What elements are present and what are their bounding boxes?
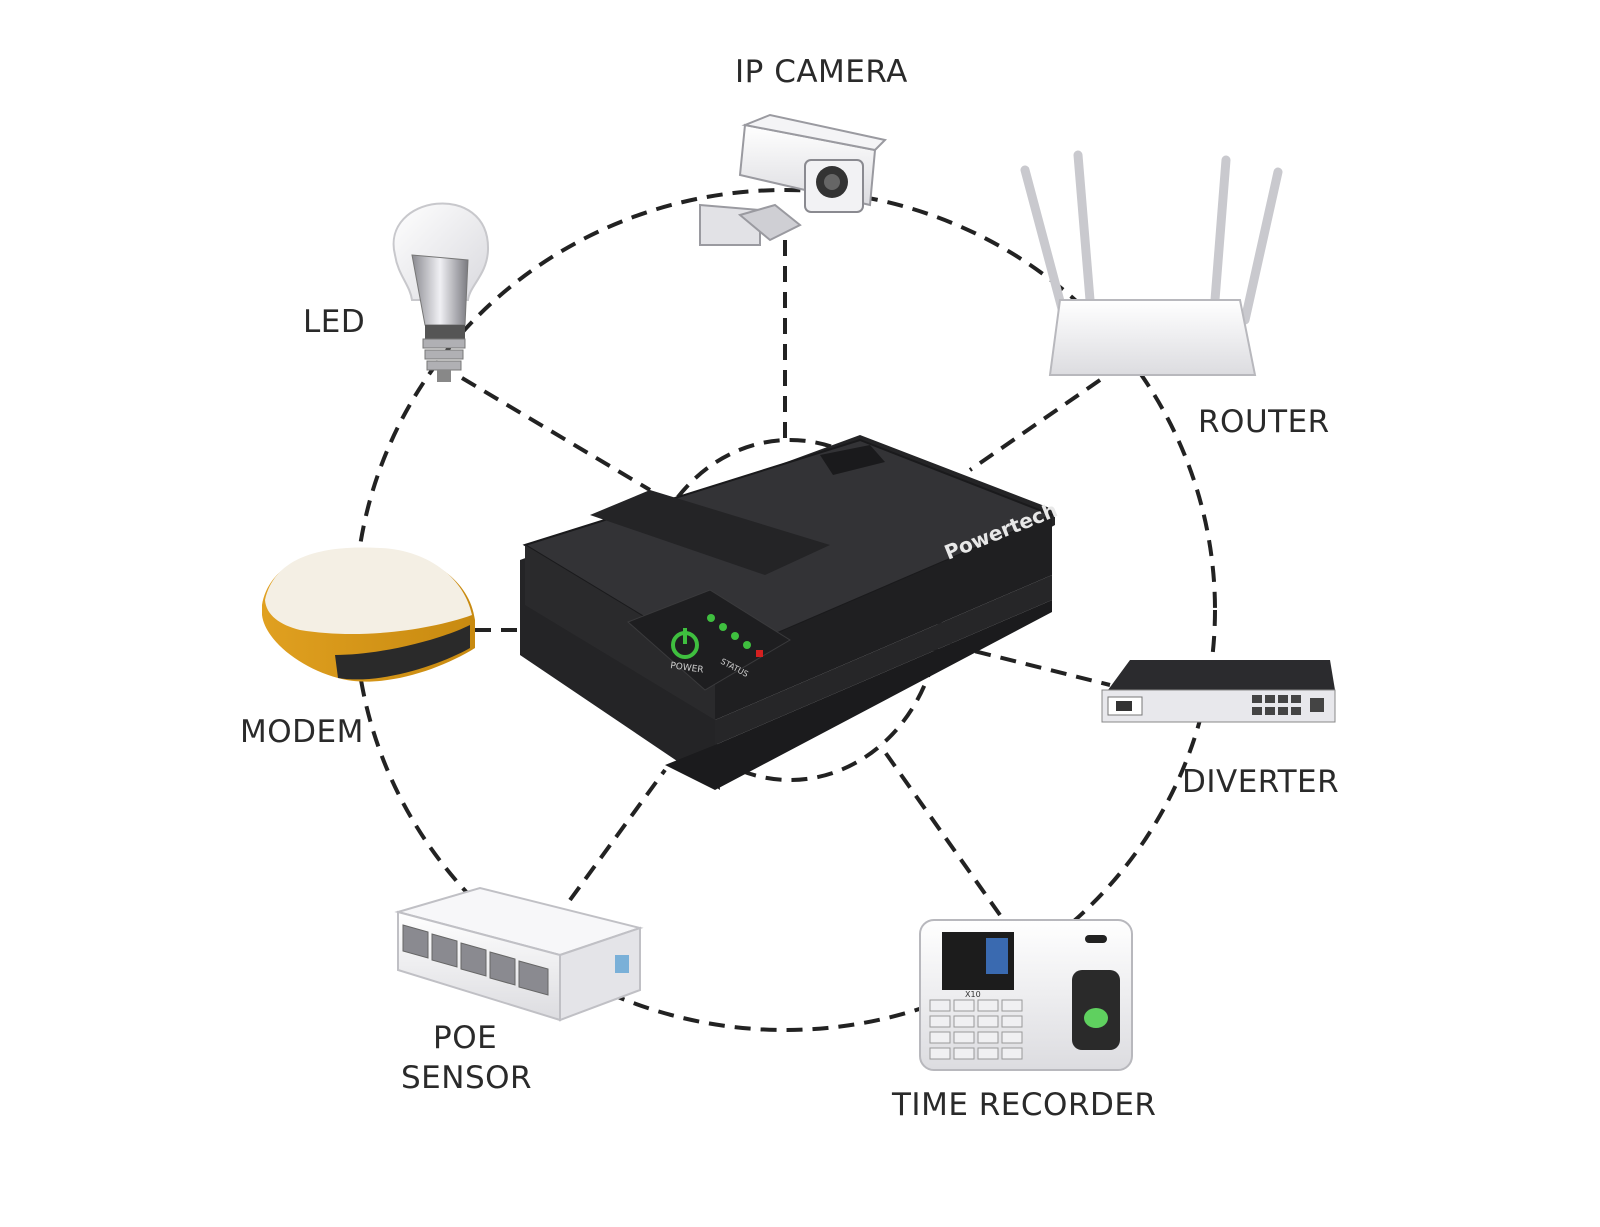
label-modem: MODEM [240,714,364,750]
ethernet-switch-icon [394,886,644,1022]
led-indicator [707,614,715,622]
model-label: X10 [965,990,981,999]
power-label: POWER [670,661,704,676]
label-led: LED [303,304,366,340]
modem-icon [262,547,475,682]
label-time-recorder: TIME RECORDER [892,1087,1157,1123]
label-poe-sensor-line1: POE [433,1020,498,1056]
led-indicator [731,632,739,640]
led-indicator [743,641,751,649]
led-indicator [719,623,727,631]
label-router: ROUTER [1198,404,1330,440]
label-diverter: DIVERTER [1182,764,1340,800]
spoke-router [968,378,1102,472]
spoke-poe [568,768,667,902]
camera-icon [699,113,888,246]
rack-switch-icon [1101,660,1336,723]
spoke-time-recorder [878,743,1002,917]
fingerprint-terminal-icon: X10 [919,919,1133,1071]
label-poe-sensor-line2: SENSOR [401,1060,533,1096]
status-led [756,650,763,657]
bulb-icon [392,202,490,382]
label-ip-camera: IP CAMERA [735,54,908,90]
router-icon [1020,150,1283,376]
spoke-led [460,376,652,492]
power-station-device: POWER STATUS Powertech [520,435,1061,790]
